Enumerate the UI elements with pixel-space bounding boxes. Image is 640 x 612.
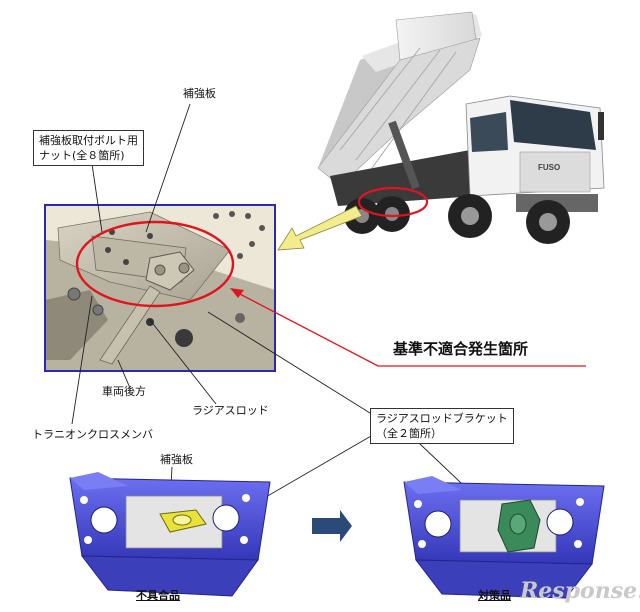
bolt-nut-line2: ナット(全８箇所)	[39, 148, 138, 163]
dump-truck-illustration: FUSO	[318, 12, 604, 244]
reinforcement-plate-top-label: 補強板	[183, 86, 216, 101]
radius-rod-label: ラジアスロッド	[192, 403, 269, 418]
bolt-nut-callout: 補強板取付ボルト用 ナット(全８箇所)	[33, 130, 144, 166]
bracket-line1: ラジアスロッドブラケット	[376, 411, 508, 426]
cross-member-defective	[70, 472, 270, 596]
fuso-logo-text: FUSO	[538, 163, 560, 172]
radius-rod-bracket-callout: ラジアスロッドブラケット （全２箇所）	[370, 408, 514, 444]
reinforcement-plate-bottom-label: 補強板	[160, 452, 193, 467]
fixed-part-label: 対策品	[478, 588, 511, 603]
trunnion-cross-member-label: トラニオンクロスメンバ	[32, 427, 153, 442]
response-watermark: Response.	[520, 578, 640, 604]
defective-part-label: 不具合品	[136, 588, 180, 603]
before-after-arrow	[312, 510, 352, 542]
nonconformity-location-label: 基準不適合発生箇所	[393, 339, 528, 359]
bolt-nut-line1: 補強板取付ボルト用	[39, 133, 138, 148]
inset-detail-view	[45, 205, 275, 371]
bracket-line2: （全２箇所）	[376, 426, 508, 441]
vehicle-rear-label: 車両後方	[102, 384, 146, 399]
